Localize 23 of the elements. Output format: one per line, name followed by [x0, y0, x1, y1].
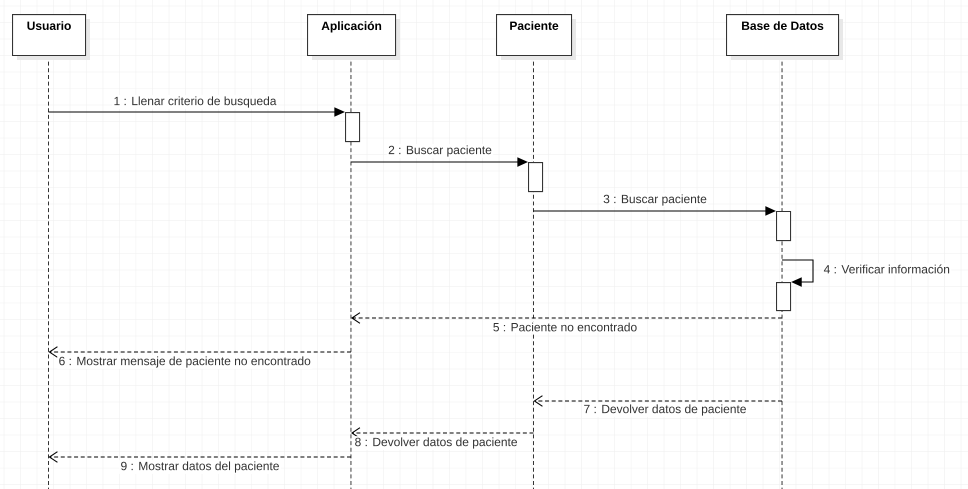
- edge-label: 3 : Buscar paciente: [602, 193, 708, 207]
- message-arrow: [351, 312, 782, 324]
- edge-label: 9 : Mostrar datos del paciente: [119, 460, 281, 474]
- message-arrow: [782, 259, 814, 287]
- activation-bar: [528, 162, 544, 192]
- activation-bar: [345, 112, 360, 142]
- lifeline-head: Paciente: [496, 14, 576, 60]
- message-arrow: [48, 346, 351, 358]
- edge-label: 1 : Llenar criterio de busqueda: [112, 95, 278, 109]
- edge-label: 7 : Devolver datos de paciente: [582, 403, 748, 417]
- message-arrow: [48, 451, 351, 463]
- edge-label: 2 : Buscar paciente: [386, 144, 494, 158]
- edge-label: 6 : Mostrar mensaje de paciente no encontrado: [57, 355, 312, 369]
- edge-label: 4 : Verificar información: [822, 263, 952, 275]
- activation-bar: [776, 282, 792, 312]
- message-arrow: [351, 427, 534, 439]
- lifeline-head: Aplicación: [307, 14, 400, 60]
- message-arrow: [534, 395, 782, 407]
- activation-bar: [776, 210, 792, 242]
- lifeline-head: Usuario: [12, 14, 90, 60]
- edge-label: 5 : Paciente no encontrado: [492, 321, 638, 333]
- lifeline-head: Base de Datos: [726, 14, 844, 60]
- edge-label: 8 : Devolver datos de paciente: [353, 436, 519, 450]
